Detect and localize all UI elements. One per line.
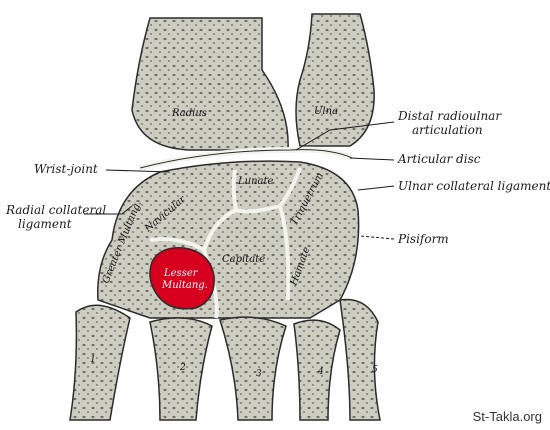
label-articular-disc: Articular disc	[397, 152, 481, 166]
metacarpal-5	[339, 298, 381, 421]
metacarpal-1	[69, 304, 131, 421]
metacarpal-number-2: 2	[179, 363, 186, 373]
label-pisiform: Pisiform	[397, 232, 449, 246]
label-radius: Radius	[171, 108, 207, 119]
leader-lines	[84, 121, 395, 240]
label-lesser-multangular-1: Lesser	[163, 268, 199, 279]
label-lesser-multangular-2: Multang.	[161, 280, 208, 291]
metacarpal-number-5: 5	[372, 365, 378, 375]
watermark: St-Takla.org	[472, 409, 542, 424]
label-radial-collateral-2: ligament	[18, 217, 72, 231]
label-radial-collateral-1: Radial collateral	[5, 203, 106, 217]
metacarpal-2	[149, 317, 213, 421]
metacarpal-number-4: 4	[317, 367, 324, 377]
label-distal-radioulnar-2: articulation	[412, 123, 483, 137]
radius-bone	[131, 17, 289, 151]
metacarpal-number-1: 1	[90, 355, 96, 365]
metacarpal-number-3: 3	[256, 369, 262, 379]
label-ulnar-collateral-ligament: Ulnar collateral ligament	[398, 179, 550, 193]
label-ulna: Ulna	[314, 106, 338, 117]
metacarpals	[69, 298, 381, 421]
metacarpal-3	[219, 316, 287, 421]
carpal-joints	[149, 167, 302, 319]
label-capitate: Capitate	[222, 254, 265, 265]
ulna-bone	[295, 13, 375, 147]
label-distal-radioulnar-1: Distal radioulnar	[397, 109, 502, 123]
lesser-multangular-bone	[149, 247, 215, 310]
label-lunate: Lunate	[237, 176, 274, 187]
label-wrist-joint: Wrist-joint	[34, 162, 98, 176]
metacarpal-4	[293, 319, 341, 421]
